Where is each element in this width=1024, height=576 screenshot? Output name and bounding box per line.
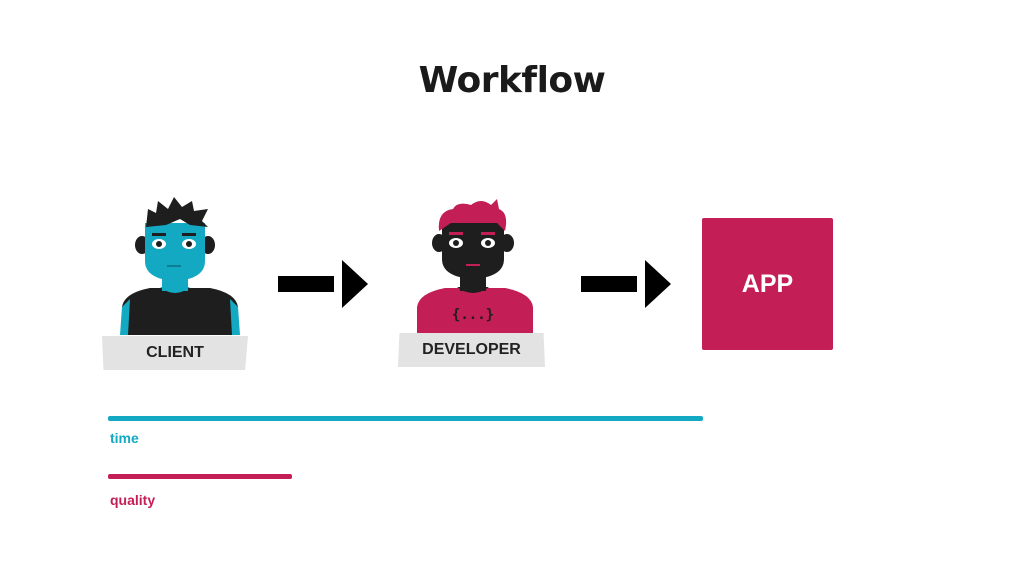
- arrow-right-icon: [581, 260, 671, 308]
- developer-shirt-text: {...}: [452, 307, 494, 323]
- app-label: APP: [741, 269, 794, 298]
- arrow-right-icon: [278, 260, 368, 308]
- client-label: CLIENT: [102, 336, 248, 370]
- client-avatar-icon: [120, 197, 240, 335]
- page-title: Workflow: [418, 60, 606, 101]
- client-label-text: CLIENT: [146, 344, 204, 361]
- quality-bar: [108, 474, 292, 479]
- developer-avatar-icon: {...}: [417, 199, 533, 335]
- time-bar: [108, 416, 703, 421]
- app-box: APP: [702, 218, 833, 350]
- quality-label: quality: [110, 492, 156, 508]
- developer-label: DEVELOPER: [398, 333, 545, 367]
- time-label: time: [110, 430, 139, 446]
- developer-label-text: DEVELOPER: [422, 341, 521, 358]
